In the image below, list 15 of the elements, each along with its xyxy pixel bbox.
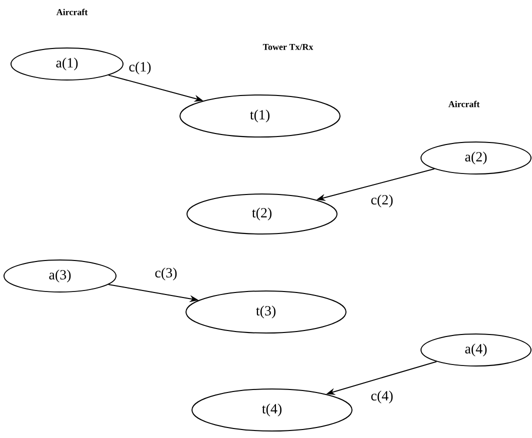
ellipse-node: a(1) — [10, 48, 124, 80]
heading-label: Tower Tx/Rx — [262, 44, 314, 50]
ellipse-node: a(4) — [420, 334, 532, 366]
ellipse-node: t(4) — [192, 388, 352, 432]
edge-label: c(2) — [370, 194, 394, 208]
ellipse-node: t(2) — [186, 194, 338, 234]
ellipse-node: t(3) — [186, 290, 346, 334]
ellipse-node: a(2) — [420, 142, 532, 174]
ellipse-node: t(1) — [180, 94, 340, 138]
ellipse-node: a(3) — [4, 260, 116, 292]
edge-label: c(1) — [128, 60, 152, 76]
edge-label: c(4) — [370, 390, 394, 404]
heading-label: Aircraft — [448, 100, 480, 108]
edge-label: c(3) — [154, 266, 178, 282]
heading-label: Aircraft — [56, 8, 88, 16]
